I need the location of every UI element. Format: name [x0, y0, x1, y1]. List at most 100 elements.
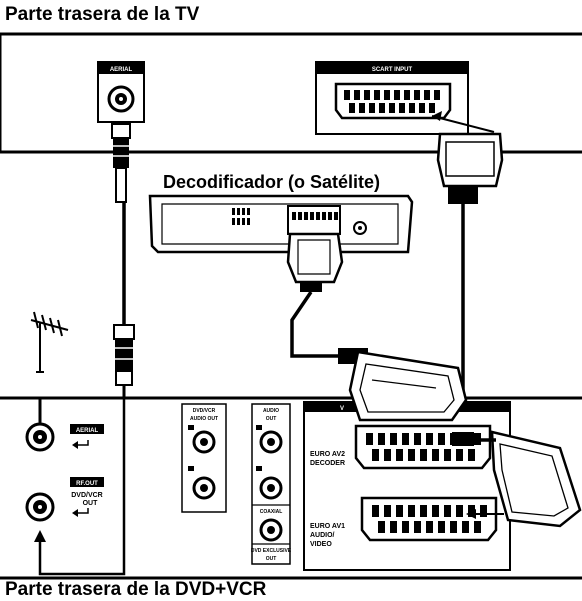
scart-pin: [354, 90, 360, 100]
scart-pin: [456, 505, 463, 517]
scart-pin: [316, 212, 320, 220]
scart-pin: [404, 90, 410, 100]
tv-scart-label: SCART INPUT: [372, 67, 413, 73]
tv-scart-plug: [431, 111, 504, 435]
decoder-box: [148, 194, 414, 254]
svg-text:OUT: OUT: [266, 416, 277, 422]
dvd-rear-panel: [0, 396, 582, 580]
dvd-rf-out-jack: RF.OUT DVD/VCR OUT: [25, 477, 104, 522]
scart-pin: [372, 449, 379, 461]
scart-pin: [438, 433, 445, 445]
scart-pin: [396, 449, 403, 461]
scart-pin: [369, 103, 375, 113]
scart-pin: [396, 505, 403, 517]
scart-pin: [364, 90, 370, 100]
scart-pin: [444, 449, 451, 461]
scart-pin: [384, 449, 391, 461]
svg-text:OUT: OUT: [266, 556, 277, 562]
decoder-scart-cable: [286, 232, 368, 364]
av1-scart-plug: [452, 430, 582, 528]
dvd-rear-title: Parte trasera de la DVD+VCR: [5, 579, 267, 600]
scart-pin: [359, 103, 365, 113]
scart-pin: [420, 505, 427, 517]
scart-pin: [399, 103, 405, 113]
scart-pin: [384, 505, 391, 517]
scart-pin: [414, 521, 421, 533]
scart-pin: [389, 103, 395, 113]
svg-text:COAXIAL: COAXIAL: [260, 509, 283, 515]
scart-pin: [334, 212, 338, 220]
decoder-title: Decodificador (o Satélite): [163, 172, 380, 192]
scart-pin: [378, 433, 385, 445]
scart-pin: [429, 103, 435, 113]
scart-pin: [402, 433, 409, 445]
scart-pin: [349, 103, 355, 113]
scart-pin: [390, 521, 397, 533]
scart-pin: [414, 433, 421, 445]
dvd-rfout-line1: DVD/VCR: [71, 492, 103, 499]
euro-av2-line1: EURO AV2: [310, 451, 345, 458]
scart-pin: [480, 505, 487, 517]
euro-av1-line3: VIDEO: [310, 541, 332, 548]
euro-av-panel: V EURO AV2 DECODER EURO AV1 AUDIO/ VIDEO: [303, 401, 511, 571]
scart-pin: [304, 212, 308, 220]
scart-pin: [292, 212, 296, 220]
scart-pin: [419, 103, 425, 113]
antenna-icon: [30, 311, 69, 432]
scart-pin: [379, 103, 385, 113]
scart-pin: [328, 212, 332, 220]
scart-pin: [402, 521, 409, 533]
tv-aerial-label: AERIAL: [110, 67, 133, 73]
scart-pin: [322, 212, 326, 220]
tv-aerial-jack: AERIAL: [97, 61, 145, 123]
coax-cable: [111, 123, 135, 398]
dvd-rfout-line2: OUT: [83, 500, 99, 507]
svg-text:DVD/VCR: DVD/VCR: [193, 408, 216, 414]
dvd-aerial-tag: AERIAL: [76, 428, 99, 434]
scart-pin: [434, 90, 440, 100]
scart-pin: [426, 433, 433, 445]
scart-pin: [378, 521, 385, 533]
dvd-vcr-audio-out: DVD/VCR AUDIO OUT: [181, 403, 227, 513]
scart-pin: [408, 449, 415, 461]
svg-text:AUDIO: AUDIO: [263, 408, 279, 414]
scart-pin: [474, 521, 481, 533]
scart-pin: [298, 212, 302, 220]
scart-pin: [374, 90, 380, 100]
scart-pin: [438, 521, 445, 533]
scart-pin: [468, 505, 475, 517]
scart-pin: [450, 521, 457, 533]
audio-out-coaxial: AUDIO OUT COAXIAL DVD EXCLUSIVE OUT: [251, 403, 292, 565]
scart-pin: [366, 433, 373, 445]
euro-av2-line2: DECODER: [310, 460, 345, 467]
scart-pin: [372, 505, 379, 517]
scart-pin: [394, 90, 400, 100]
scart-pin: [390, 433, 397, 445]
scart-pin: [384, 90, 390, 100]
svg-text:DVD EXCLUSIVE: DVD EXCLUSIVE: [251, 548, 292, 554]
euro-av1-line2: AUDIO/: [310, 532, 335, 539]
scart-pin: [310, 212, 314, 220]
dvd-aerial-jack: AERIAL: [25, 422, 104, 452]
dvd-rfout-tag: RF.OUT: [76, 481, 98, 487]
tv-rear-title: Parte trasera de la TV: [5, 4, 200, 25]
scart-pin: [444, 505, 451, 517]
tv-scart-input: SCART INPUT: [315, 61, 469, 135]
scart-pin: [424, 90, 430, 100]
scart-pin: [468, 449, 475, 461]
svg-text:AUDIO OUT: AUDIO OUT: [190, 416, 218, 422]
av2-scart-plug: [348, 350, 468, 422]
scart-pin: [462, 521, 469, 533]
svg-text:V: V: [340, 406, 344, 412]
scart-pin: [344, 90, 350, 100]
euro-av1-line1: EURO AV1: [310, 523, 345, 530]
scart-pin: [456, 449, 463, 461]
scart-pin: [432, 505, 439, 517]
scart-pin: [426, 521, 433, 533]
scart-pin: [414, 90, 420, 100]
scart-pin: [409, 103, 415, 113]
scart-pin: [420, 449, 427, 461]
scart-pin: [432, 449, 439, 461]
scart-pin: [408, 505, 415, 517]
